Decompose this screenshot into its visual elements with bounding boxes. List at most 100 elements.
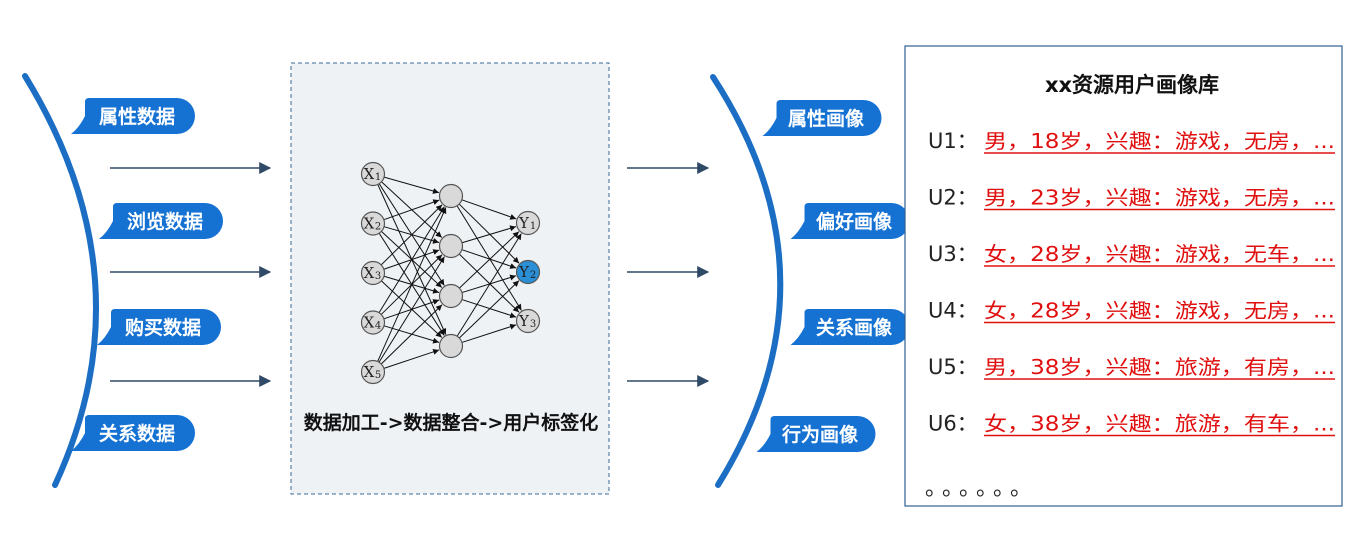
user-row: U2：男，23岁，兴趣：游戏，无房，... (928, 186, 1335, 211)
network-link (380, 204, 443, 266)
input-node-circle (360, 260, 386, 286)
input-node-circle (360, 359, 386, 385)
input-tag: 购买数据 (97, 309, 221, 345)
input-tag: 属性数据 (71, 98, 195, 134)
user-profile-link[interactable]: 男，23岁，兴趣：游戏，无房，... (984, 186, 1335, 210)
hidden-node-circle (438, 333, 464, 359)
input-node-subscript: 1 (375, 172, 381, 183)
profile-library-panel (904, 45, 1343, 507)
processing-panel (290, 62, 610, 495)
profile-tag-shape (790, 309, 910, 345)
network-link (378, 206, 445, 313)
profile-tag-label: 行为画像 (781, 423, 859, 446)
network-link (459, 231, 520, 289)
user-profile-link[interactable]: 男，38岁，兴趣：旅游，有房，... (984, 355, 1335, 379)
input-tag-shape (97, 309, 221, 345)
network-link (377, 207, 447, 362)
output-node-circle (515, 210, 541, 236)
user-id: U3： (928, 242, 978, 266)
network-link (380, 304, 443, 365)
network-link (383, 199, 440, 221)
output-node-label: Y (518, 312, 530, 330)
input-node-circle (360, 211, 386, 236)
output-node-subscript: 1 (530, 221, 536, 232)
input-node-label: X (364, 314, 375, 332)
input-node-circle (360, 310, 386, 335)
user-row: U5：男，38岁，兴趣：旅游，有房，... (928, 355, 1335, 380)
user-id: U5： (928, 355, 978, 379)
hidden-node (438, 233, 464, 259)
input-tag-shape (71, 98, 195, 134)
user-row: U1：男，18岁，兴趣：游戏，无房，... (928, 129, 1335, 154)
profile-tag-shape (756, 416, 876, 452)
hidden-node (438, 283, 464, 309)
network-link (461, 274, 517, 294)
input-node-subscript: 4 (375, 321, 381, 332)
network-link (383, 349, 440, 369)
input-node-subscript: 2 (375, 222, 381, 233)
user-profile-link[interactable]: 女，38岁，兴趣：旅游，有车，... (984, 412, 1335, 436)
middle-arrows (627, 162, 710, 387)
profile-tag-label: 关系画像 (816, 316, 893, 339)
network-link (461, 249, 517, 269)
input-tag-shape (71, 415, 195, 451)
network-link (458, 253, 520, 313)
output-node-label: Y (518, 214, 530, 232)
profile-tag: 行为画像 (756, 416, 876, 452)
network-link (456, 233, 522, 337)
profile-tag: 关系画像 (790, 309, 910, 345)
input-node-circle (360, 161, 386, 187)
output-node-subscript: 3 (530, 319, 536, 330)
user-profile-link[interactable]: 男，18岁，兴趣：游戏，无房，... (984, 129, 1335, 153)
input-node-subscript: 5 (375, 370, 381, 381)
left-arc (22, 73, 99, 488)
output-node-subscript: 2 (530, 270, 536, 281)
input-node-label: X (364, 215, 375, 233)
user-row: U6：女，38岁，兴趣：旅游，有车，... (928, 412, 1335, 437)
network-link (461, 323, 517, 343)
profile-tag-shape (762, 100, 882, 136)
user-id: U6： (928, 412, 978, 436)
user-row: U3：女，28岁，兴趣：游戏，无车，... (928, 242, 1335, 267)
profile-tag-label: 偏好画像 (816, 210, 893, 233)
network-link (461, 225, 517, 244)
user-id: U2： (928, 186, 978, 210)
hidden-node-circle (438, 233, 464, 259)
hidden-node (438, 183, 464, 209)
profile-tag: 属性画像 (762, 100, 882, 136)
input-tag-shape (99, 203, 223, 239)
output-node-circle (515, 308, 541, 334)
input-tag-label: 关系数据 (99, 422, 175, 445)
input-node-label: X (364, 264, 375, 282)
input-tag: 浏览数据 (99, 203, 223, 239)
input-node-subscript: 3 (375, 271, 381, 282)
input-node-label: X (364, 165, 375, 183)
input-tag: 关系数据 (71, 415, 195, 451)
user-row: U4：女，28岁，兴趣：游戏，无房，... (928, 299, 1335, 324)
network-link (378, 256, 445, 363)
user-profile-link[interactable]: 女，28岁，兴趣：游戏，无车，... (984, 242, 1335, 266)
input-tag-label: 属性数据 (99, 105, 175, 128)
network-link (461, 299, 517, 319)
network-link (461, 199, 517, 220)
user-profile-link[interactable]: 女，28岁，兴趣：游戏，无房，... (984, 299, 1335, 323)
hidden-node-circle (438, 183, 464, 209)
user-id: U4： (928, 299, 978, 323)
right-arc (710, 74, 784, 488)
user-list: U1：男，18岁，兴趣：游戏，无房，... U2：男，23岁，兴趣：游戏，无房，.… (928, 129, 1335, 437)
profile-tag: 偏好画像 (790, 203, 910, 239)
hidden-node-circle (438, 283, 464, 309)
profile-tag-label: 属性画像 (788, 107, 865, 130)
input-node-label: X (364, 363, 375, 381)
network-links (377, 176, 522, 369)
